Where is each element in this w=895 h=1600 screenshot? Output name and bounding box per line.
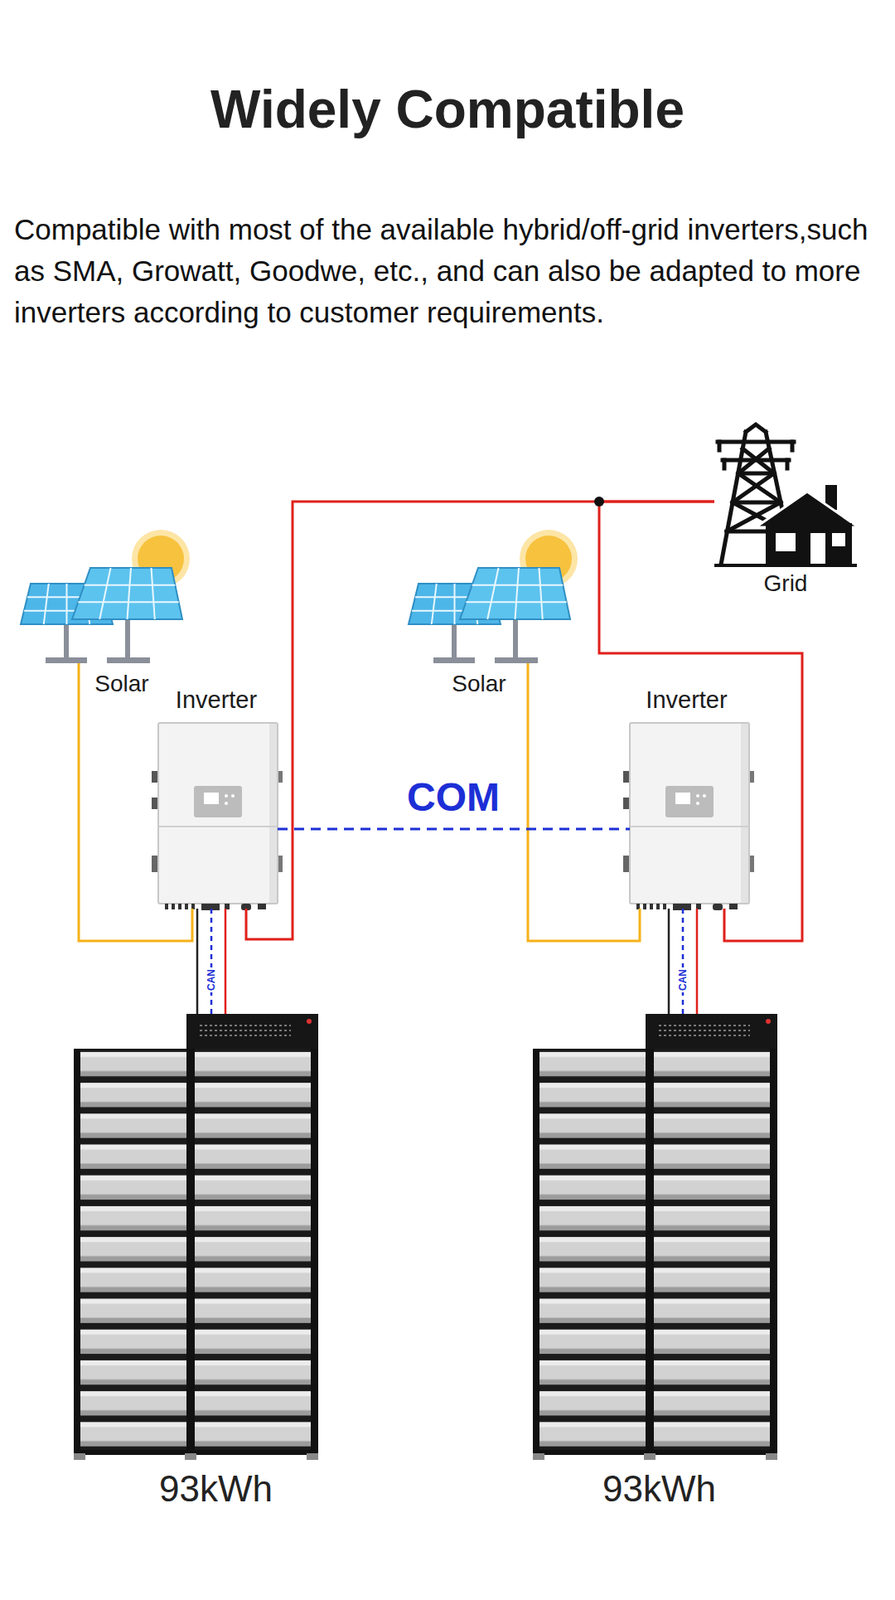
connector-wire [696,908,699,1014]
page-title: Widely Compatible [0,79,895,141]
connector-label: CAN [205,967,218,992]
solar-node: Solar [408,535,575,663]
battery-node: 93kWh [73,1013,319,1458]
connector-wire [246,501,715,939]
inverter-unit [623,722,755,910]
connector-label: COM [406,777,500,818]
battery-node: 93kWh [532,1013,779,1458]
description-text: Compatible with most of the available hy… [14,208,885,334]
battery-rack [73,1013,319,1460]
junction-dot [594,496,605,507]
solar-node: Solar [20,535,187,663]
inverter-node: Inverter [629,722,749,909]
inverter-unit [151,722,283,910]
connector-wire [196,908,199,1014]
solar-panel-icon [408,529,578,663]
battery-rack [532,1013,778,1460]
node-label: Inverter [645,686,727,714]
connector-wire [599,501,803,941]
connector-label: CAN [677,967,689,992]
connector-wire [277,827,630,831]
connector-wire [224,908,228,1014]
grid-node: Grid [714,423,857,567]
node-label: Solar [94,670,149,697]
connector-wire [78,662,193,941]
connector-group [78,501,803,1014]
node-label: Inverter [175,686,257,714]
connector-wire [667,908,671,1014]
inverter-node: Inverter [158,722,278,909]
node-label: 93kWh [159,1467,273,1510]
node-label: Grid [764,570,808,597]
node-label: Solar [451,670,506,697]
grid-icon [714,424,859,566]
connector-wire [527,662,640,941]
node-label: 93kWh [602,1467,716,1510]
solar-panel-icon [20,529,190,663]
connector-wire [210,908,213,1014]
connector-wire [682,908,685,1014]
